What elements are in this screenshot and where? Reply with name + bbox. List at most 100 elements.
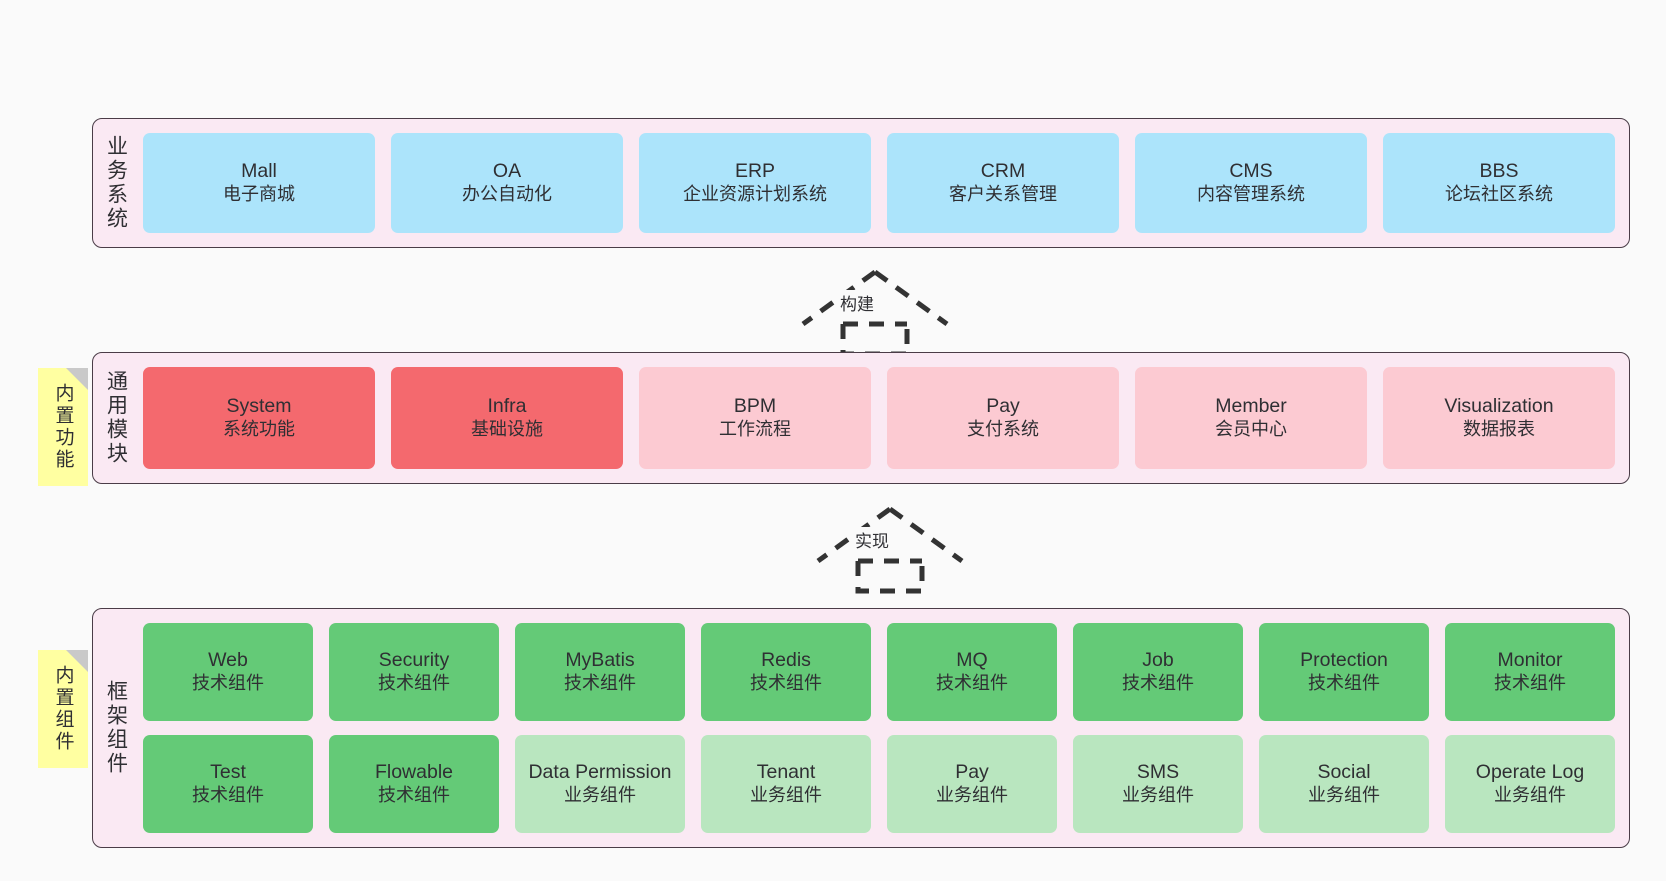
connector-build-label: 构建 <box>838 290 876 315</box>
sticky-note-label: 内置组件 <box>52 665 74 753</box>
node-sms[interactable]: SMS 业务组件 <box>1073 735 1243 833</box>
node-title: Security <box>378 649 450 672</box>
node-social[interactable]: Social 业务组件 <box>1259 735 1429 833</box>
node-row: System 系统功能 Infra 基础设施 BPM 工作流程 Pay 支付系统… <box>143 367 1615 469</box>
node-title: Protection <box>1300 649 1388 672</box>
node-title: Member <box>1215 395 1287 418</box>
node-title: Job <box>1142 649 1174 672</box>
node-title: Flowable <box>374 761 454 784</box>
node-title: Redis <box>761 649 811 672</box>
node-title: Mall <box>241 160 277 183</box>
layer-business-systems[interactable]: 业务系统 Mall 电子商城 OA 办公自动化 ERP 企业资源计划系统 CRM… <box>92 118 1630 248</box>
node-title: Operate Log <box>1475 761 1585 784</box>
node-operate-log[interactable]: Operate Log 业务组件 <box>1445 735 1615 833</box>
node-protection[interactable]: Protection 技术组件 <box>1259 623 1429 721</box>
node-title: Tenant <box>756 761 816 784</box>
node-subtitle: 电子商城 <box>223 183 295 204</box>
layer-title-common-modules: 通用模块 <box>104 370 128 466</box>
node-title: Monitor <box>1497 649 1563 672</box>
node-row: Web 技术组件 Security 技术组件 MyBatis 技术组件 Redi… <box>143 623 1615 721</box>
node-monitor[interactable]: Monitor 技术组件 <box>1445 623 1615 721</box>
node-crm[interactable]: CRM 客户关系管理 <box>887 133 1119 233</box>
node-cms[interactable]: CMS 内容管理系统 <box>1135 133 1367 233</box>
node-mybatis[interactable]: MyBatis 技术组件 <box>515 623 685 721</box>
node-subtitle: 技术组件 <box>378 672 450 693</box>
node-member[interactable]: Member 会员中心 <box>1135 367 1367 469</box>
node-title: CMS <box>1229 160 1273 183</box>
connector-implement-label: 实现 <box>853 527 891 552</box>
node-subtitle: 技术组件 <box>378 784 450 805</box>
node-subtitle: 内容管理系统 <box>1197 183 1305 204</box>
node-title: BPM <box>733 395 777 418</box>
node-subtitle: 技术组件 <box>564 672 636 693</box>
node-system[interactable]: System 系统功能 <box>143 367 375 469</box>
layer-title-framework-components: 框架组件 <box>104 680 128 776</box>
sticky-note-builtin-function[interactable]: 内置功能 <box>38 368 88 486</box>
node-pay[interactable]: Pay 支付系统 <box>887 367 1119 469</box>
sticky-note-builtin-component[interactable]: 内置组件 <box>38 650 88 768</box>
node-title: MyBatis <box>565 649 635 672</box>
node-subtitle: 支付系统 <box>967 418 1039 439</box>
node-oa[interactable]: OA 办公自动化 <box>391 133 623 233</box>
node-tenant[interactable]: Tenant 业务组件 <box>701 735 871 833</box>
node-subtitle: 技术组件 <box>1308 672 1380 693</box>
node-mq[interactable]: MQ 技术组件 <box>887 623 1057 721</box>
node-data-permission[interactable]: Data Permission 业务组件 <box>515 735 685 833</box>
node-test[interactable]: Test 技术组件 <box>143 735 313 833</box>
node-subtitle: 工作流程 <box>719 418 791 439</box>
node-subtitle: 客户关系管理 <box>949 183 1057 204</box>
node-infra[interactable]: Infra 基础设施 <box>391 367 623 469</box>
connector-implement-arrow <box>816 506 964 594</box>
node-title: OA <box>492 160 522 183</box>
node-title: ERP <box>734 160 776 183</box>
node-subtitle: 基础设施 <box>471 418 543 439</box>
node-subtitle: 技术组件 <box>750 672 822 693</box>
node-flowable[interactable]: Flowable 技术组件 <box>329 735 499 833</box>
node-title: Visualization <box>1444 395 1554 418</box>
node-title: Pay <box>986 395 1020 418</box>
node-row: Test 技术组件 Flowable 技术组件 Data Permission … <box>143 735 1615 833</box>
node-subtitle: 系统功能 <box>223 418 295 439</box>
node-title: CRM <box>980 160 1026 183</box>
node-web[interactable]: Web 技术组件 <box>143 623 313 721</box>
node-subtitle: 技术组件 <box>1494 672 1566 693</box>
node-job[interactable]: Job 技术组件 <box>1073 623 1243 721</box>
node-title: Test <box>210 761 246 784</box>
node-visualization[interactable]: Visualization 数据报表 <box>1383 367 1615 469</box>
node-title: Social <box>1317 761 1371 784</box>
layer-framework-components[interactable]: 框架组件 Web 技术组件 Security 技术组件 MyBatis 技术组件… <box>92 608 1630 848</box>
node-title: System <box>226 395 292 418</box>
node-subtitle: 技术组件 <box>192 784 264 805</box>
node-subtitle: 业务组件 <box>936 784 1008 805</box>
node-erp[interactable]: ERP 企业资源计划系统 <box>639 133 871 233</box>
node-bbs[interactable]: BBS 论坛社区系统 <box>1383 133 1615 233</box>
layer-title-business-systems: 业务系统 <box>104 135 128 231</box>
node-redis[interactable]: Redis 技术组件 <box>701 623 871 721</box>
node-subtitle: 业务组件 <box>1494 784 1566 805</box>
page-fold-icon <box>66 368 88 390</box>
node-title: Web <box>208 649 248 672</box>
node-title: Data Permission <box>528 761 672 784</box>
node-title: SMS <box>1136 761 1180 784</box>
node-subtitle: 数据报表 <box>1463 418 1535 439</box>
layer-common-modules[interactable]: 通用模块 System 系统功能 Infra 基础设施 BPM 工作流程 Pay… <box>92 352 1630 484</box>
node-subtitle: 业务组件 <box>1122 784 1194 805</box>
node-subtitle: 企业资源计划系统 <box>683 183 827 204</box>
node-bpm[interactable]: BPM 工作流程 <box>639 367 871 469</box>
node-subtitle: 技术组件 <box>1122 672 1194 693</box>
page-fold-icon <box>66 650 88 672</box>
node-subtitle: 办公自动化 <box>462 183 552 204</box>
node-subtitle: 技术组件 <box>192 672 264 693</box>
sticky-note-label: 内置功能 <box>52 383 74 471</box>
node-title: MQ <box>956 649 988 672</box>
node-mall[interactable]: Mall 电子商城 <box>143 133 375 233</box>
layer-body-framework-components: Web 技术组件 Security 技术组件 MyBatis 技术组件 Redi… <box>139 609 1629 847</box>
node-row: Mall 电子商城 OA 办公自动化 ERP 企业资源计划系统 CRM 客户关系… <box>143 133 1615 233</box>
node-security[interactable]: Security 技术组件 <box>329 623 499 721</box>
node-title: Infra <box>487 395 527 418</box>
node-subtitle: 会员中心 <box>1215 418 1287 439</box>
node-pay-business[interactable]: Pay 业务组件 <box>887 735 1057 833</box>
node-subtitle: 论坛社区系统 <box>1445 183 1553 204</box>
layer-body-business-systems: Mall 电子商城 OA 办公自动化 ERP 企业资源计划系统 CRM 客户关系… <box>139 119 1629 247</box>
